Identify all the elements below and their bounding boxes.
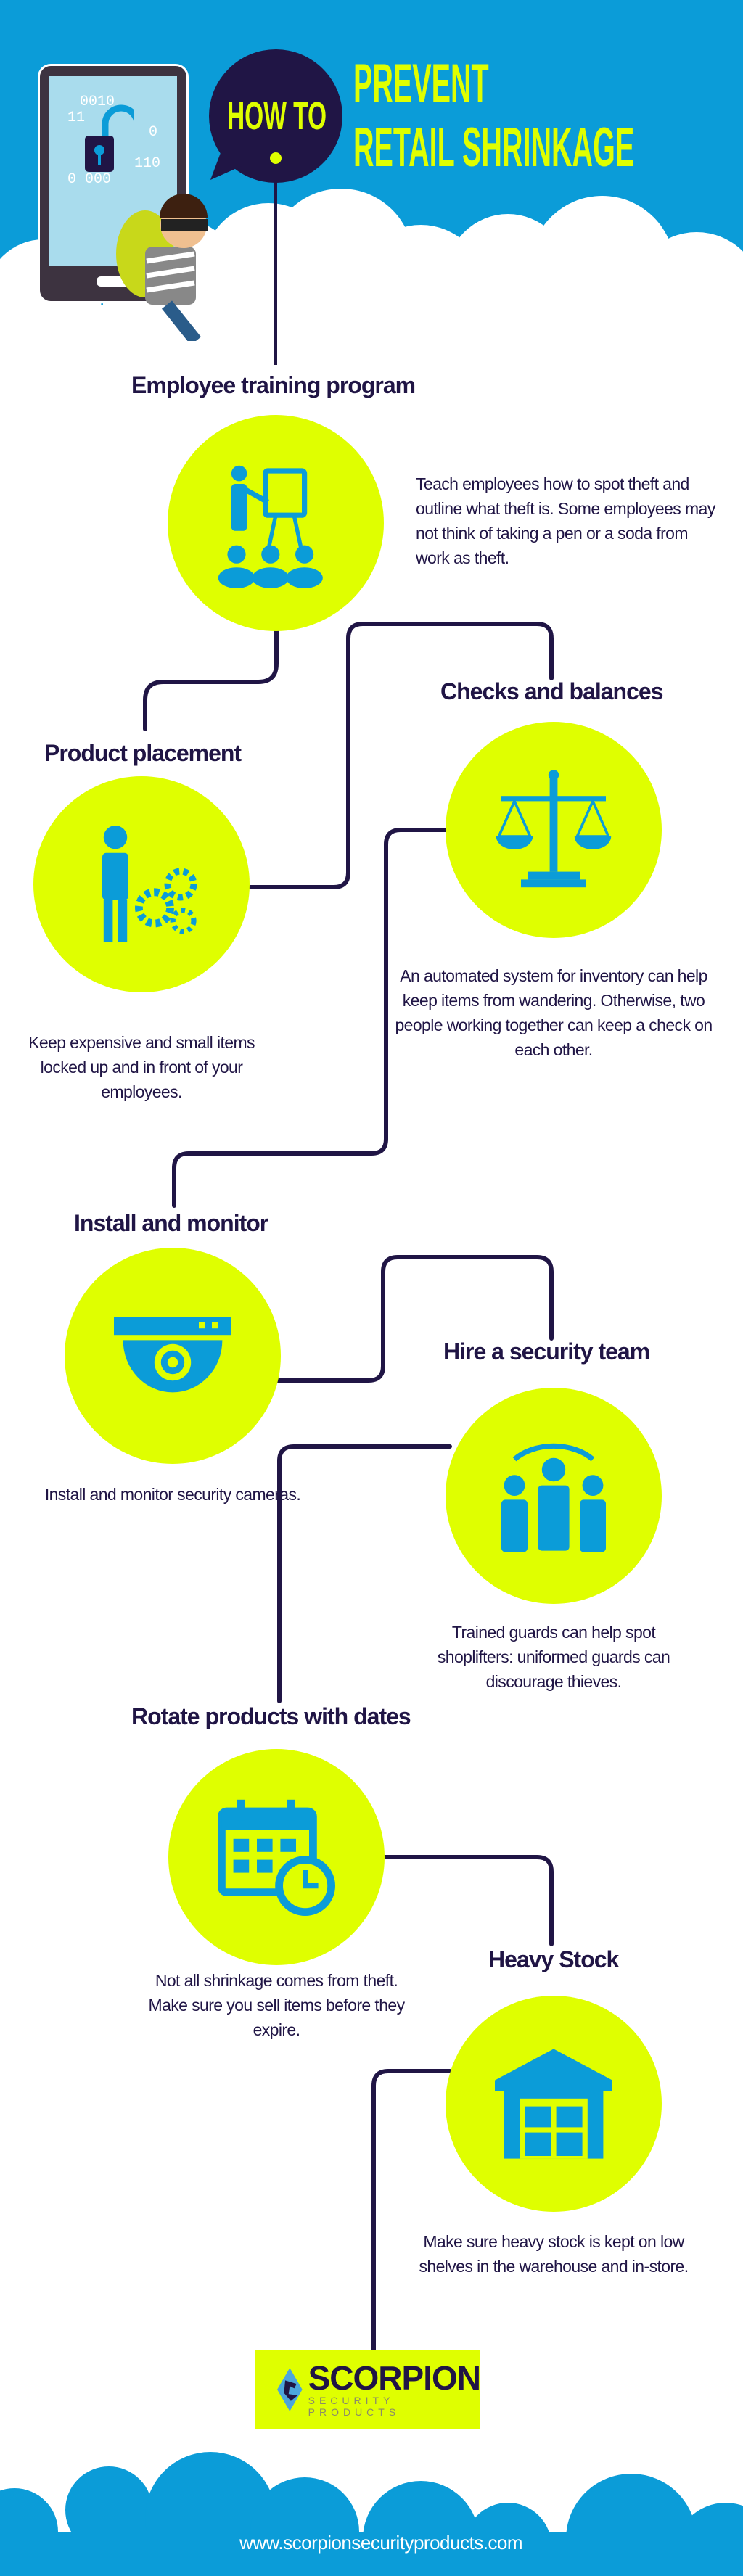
speech-bubble bbox=[209, 49, 342, 365]
title-line-2: RETAIL SHRINKAGE bbox=[353, 117, 635, 178]
text-security-team: Trained guards can help spot shoplifters… bbox=[437, 1623, 670, 1691]
title-line-1: PREVENT bbox=[353, 53, 489, 115]
circle-security-team bbox=[446, 1388, 662, 1604]
heading-security-team: Hire a security team bbox=[443, 1338, 650, 1365]
logo-subtitle: SECURITY PRODUCTS bbox=[308, 2394, 401, 2418]
footer-clouds bbox=[0, 2452, 743, 2576]
text-checks-balances: An automated system for inventory can he… bbox=[395, 966, 713, 1059]
circle-install-monitor bbox=[65, 1248, 281, 1464]
scales-icon bbox=[496, 770, 612, 888]
text-employee-training: Teach employees how to spot theft and ou… bbox=[416, 474, 715, 567]
scorpion-logo-mark bbox=[277, 2367, 303, 2411]
scorpion-logo[interactable]: SCORPION SECURITY PRODUCTS bbox=[255, 2350, 481, 2429]
text-install-monitor: Install and monitor security cameras. bbox=[44, 1485, 301, 1504]
circle-employee-training bbox=[168, 415, 384, 631]
phone-code-line: 110 bbox=[134, 155, 161, 172]
circle-heavy-stock bbox=[446, 1996, 662, 2212]
how-to-label: HOW TO bbox=[227, 94, 327, 138]
circle-product-placement bbox=[33, 776, 250, 992]
phone-code-line: 0010 bbox=[80, 94, 115, 110]
text-heavy-stock: Make sure heavy stock is kept on low she… bbox=[419, 2232, 689, 2276]
circle-checks-balances bbox=[446, 722, 662, 938]
text-product-placement: Keep expensive and small items locked up… bbox=[28, 1033, 255, 1101]
security-team-icon bbox=[501, 1443, 606, 1552]
phone-code-line: 0 000 bbox=[67, 171, 112, 188]
warehouse-icon bbox=[495, 2049, 612, 2159]
security-camera-icon bbox=[114, 1317, 231, 1393]
heading-rotate-products: Rotate products with dates bbox=[131, 1703, 411, 1729]
phone-code-line: 0 bbox=[149, 124, 158, 141]
calendar-clock-icon bbox=[218, 1799, 335, 1916]
heading-employee-training: Employee training program bbox=[131, 372, 416, 398]
worker-gears-icon bbox=[102, 826, 197, 942]
heading-checks-balances: Checks and balances bbox=[440, 678, 663, 704]
text-rotate-products: Not all shrinkage comes from theft. Make… bbox=[148, 1971, 406, 2039]
heading-product-placement: Product placement bbox=[44, 740, 242, 766]
unlocked-padlock-icon bbox=[85, 104, 134, 172]
heading-heavy-stock: Heavy Stock bbox=[488, 1946, 619, 1972]
thief-illustration bbox=[116, 194, 208, 341]
website-link[interactable]: www.scorpionsecurityproducts.com bbox=[239, 2532, 523, 2554]
phone-code-line: 11 bbox=[67, 110, 86, 126]
heading-install-monitor: Install and monitor bbox=[74, 1210, 268, 1236]
logo-brand: SCORPION bbox=[308, 2358, 481, 2397]
training-presentation-icon bbox=[218, 465, 323, 588]
circle-rotate-products bbox=[168, 1749, 385, 1965]
